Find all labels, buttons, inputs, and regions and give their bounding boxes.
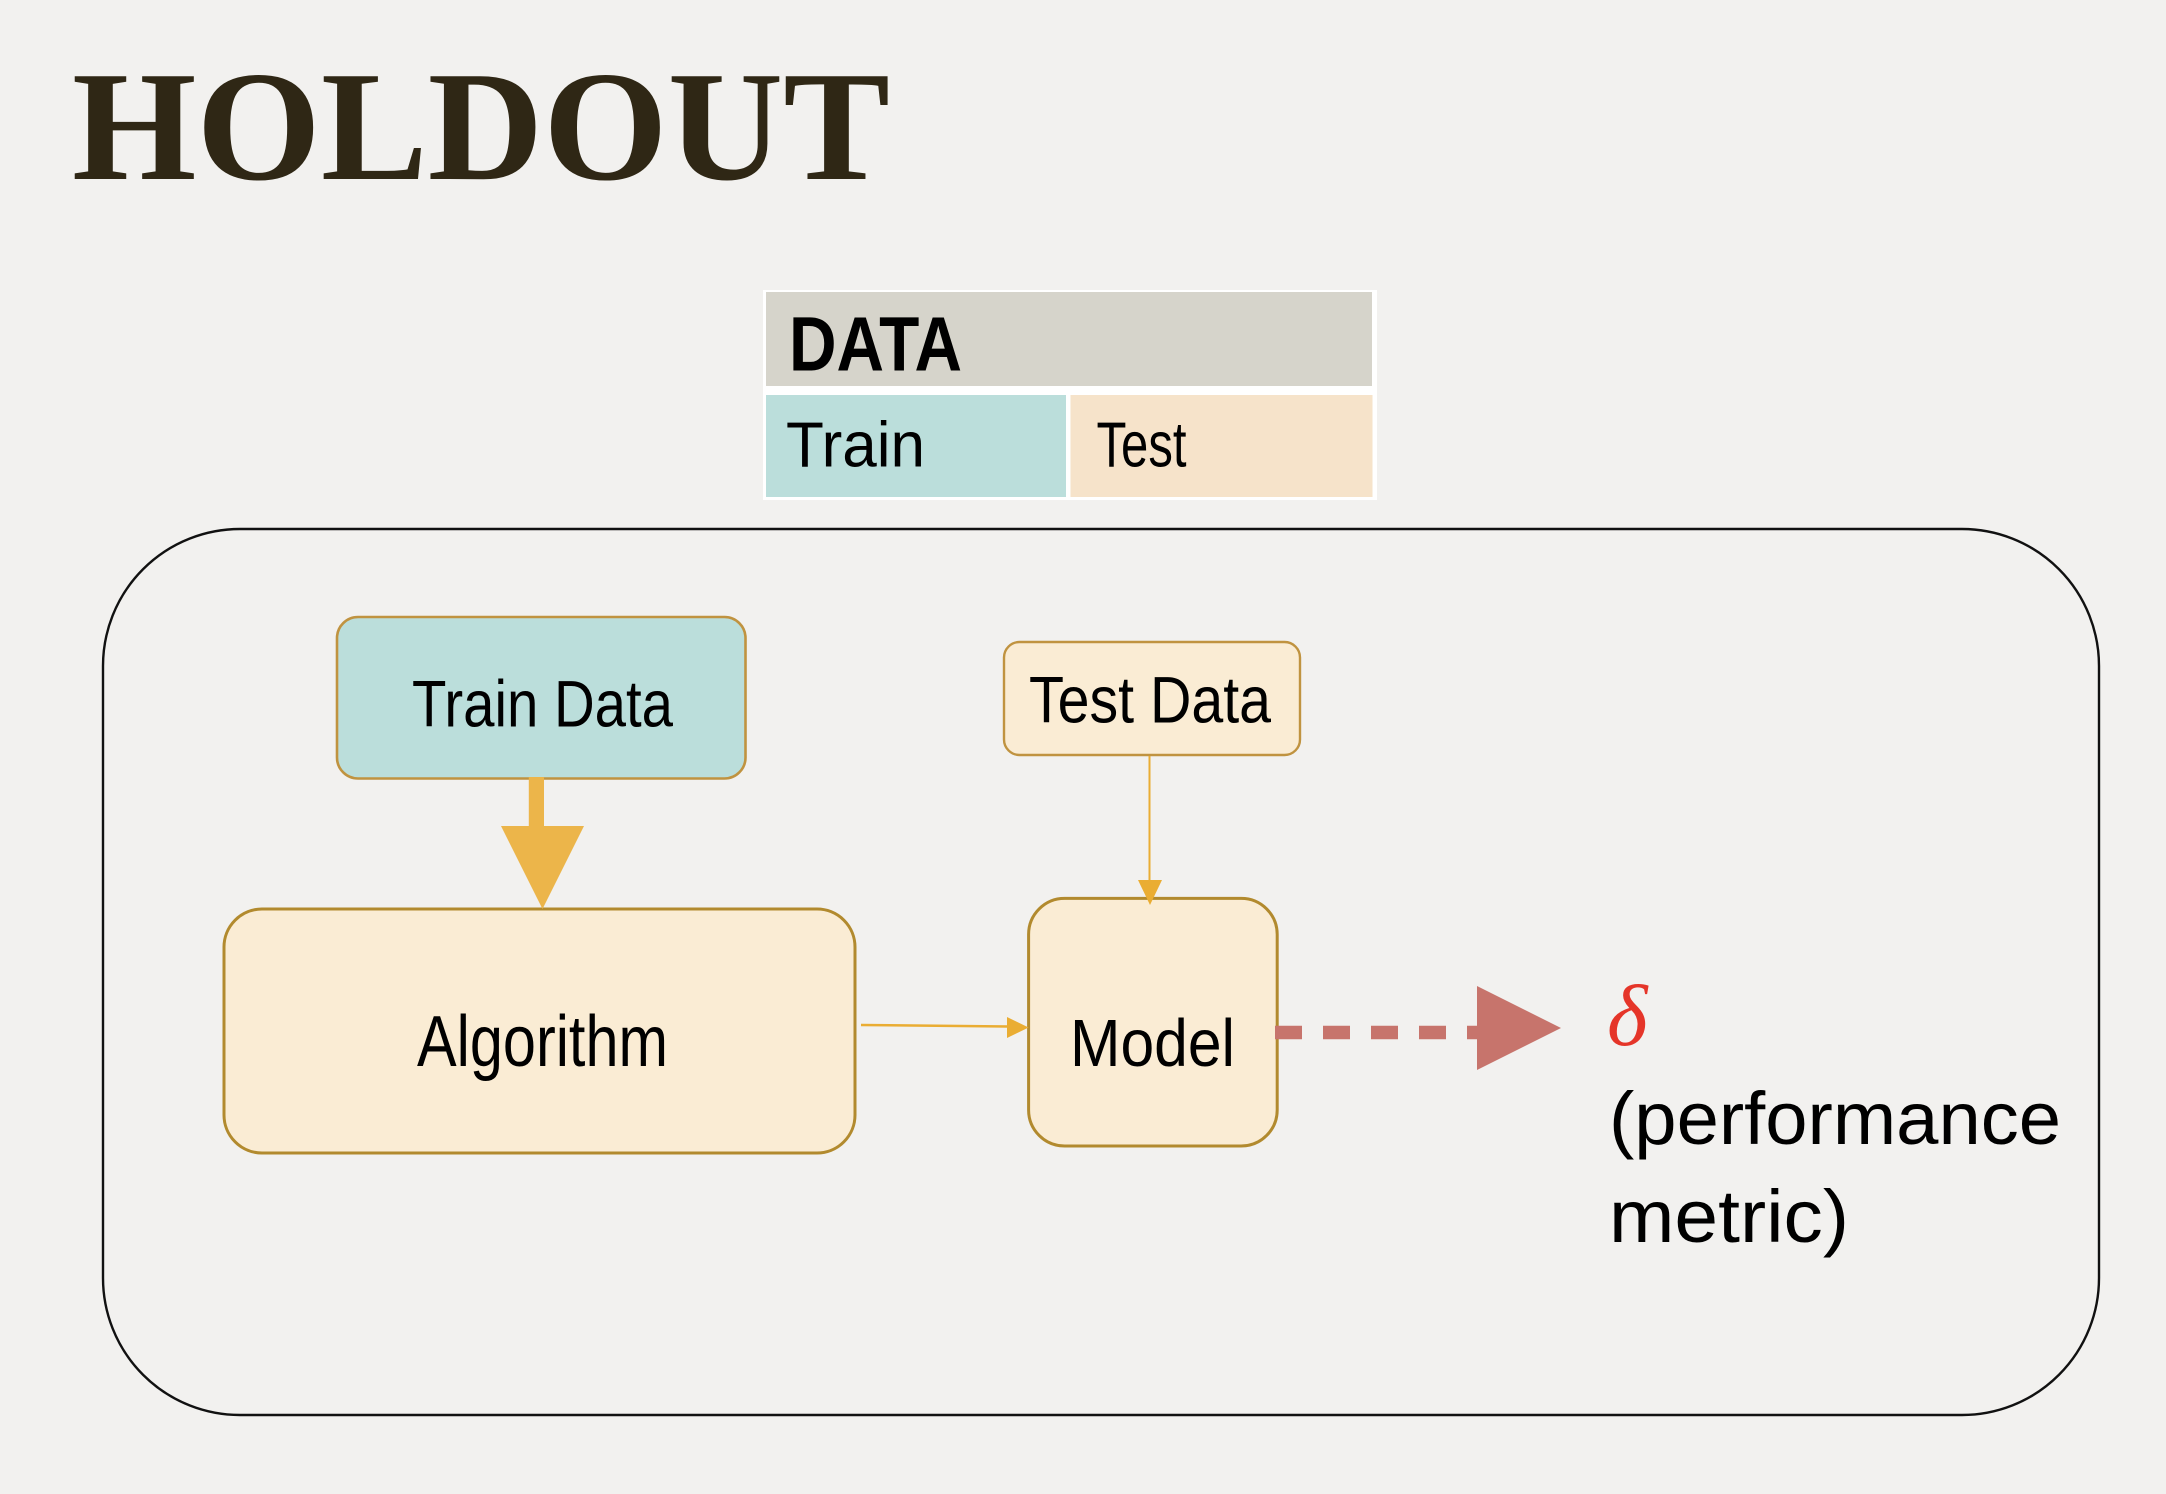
svg-text:(performance: (performance	[1609, 1077, 2061, 1160]
svg-text:Model: Model	[1070, 1006, 1235, 1081]
svg-text:Train Data: Train Data	[412, 667, 673, 741]
svg-text:HOLDOUT: HOLDOUT	[72, 39, 890, 213]
svg-text:DATA: DATA	[789, 302, 962, 388]
svg-text:Algorithm: Algorithm	[417, 1002, 668, 1082]
svg-text:Test: Test	[1097, 409, 1187, 481]
svg-text:metric): metric)	[1609, 1175, 1849, 1258]
svg-text:Train: Train	[786, 409, 925, 481]
svg-text:δ: δ	[1607, 967, 1649, 1064]
svg-text:Test Data: Test Data	[1029, 663, 1271, 737]
